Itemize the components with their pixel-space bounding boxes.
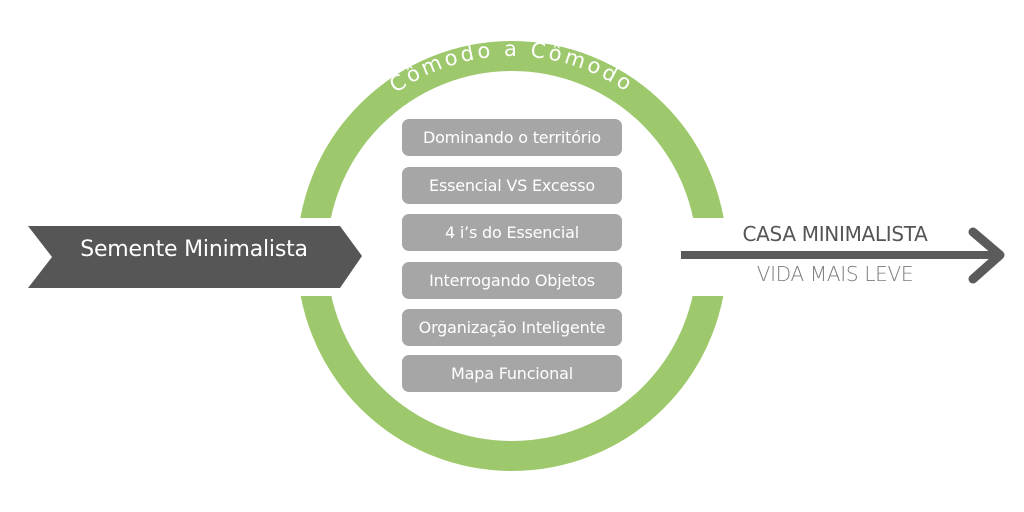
seed-label: Semente Minimalista bbox=[80, 237, 308, 262]
step-label: Organização Inteligente bbox=[418, 318, 606, 337]
arrow-right-icon bbox=[681, 227, 1005, 284]
outcome-title: CASA MINIMALISTA bbox=[742, 222, 928, 246]
step-box: Mapa Funcional bbox=[402, 355, 622, 392]
step-label: 4 i’s do Essencial bbox=[445, 223, 579, 242]
step-label: Interrogando Objetos bbox=[429, 271, 595, 290]
step-label: Essencial VS Excesso bbox=[429, 176, 595, 195]
step-box: 4 i’s do Essencial bbox=[402, 214, 622, 251]
step-box: Essencial VS Excesso bbox=[402, 167, 622, 204]
outcome-arrow-head bbox=[968, 227, 1005, 284]
step-box: Interrogando Objetos bbox=[402, 262, 622, 299]
step-label: Mapa Funcional bbox=[451, 364, 573, 383]
process-ring bbox=[297, 41, 727, 471]
seed-arrow-shape bbox=[28, 226, 362, 288]
step-label: Dominando o território bbox=[422, 128, 602, 147]
step-box: Dominando o território bbox=[402, 119, 622, 156]
outcome-subtitle: VIDA MAIS LEVE bbox=[756, 262, 914, 286]
step-box: Organização Inteligente bbox=[402, 309, 622, 346]
